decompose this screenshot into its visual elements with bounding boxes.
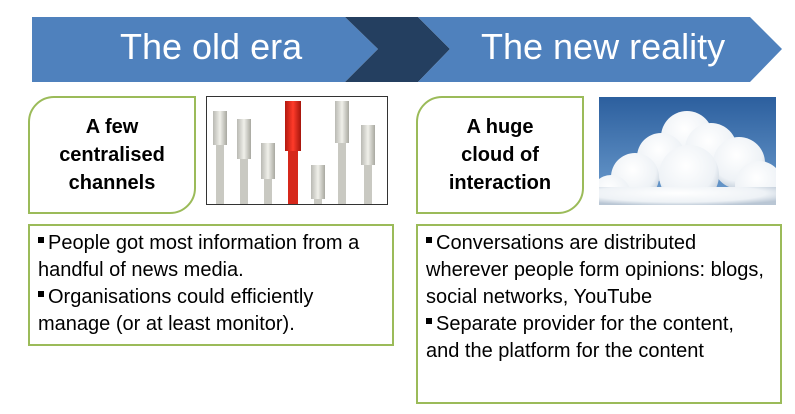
old-era-arrow: [32, 17, 378, 82]
bullet-item: Organisations could efficiently manage (…: [38, 286, 314, 335]
bullet-square-icon: [426, 318, 432, 324]
grey-cable: [237, 119, 251, 204]
bullet-square-icon: [38, 291, 44, 297]
grey-cable: [261, 143, 275, 204]
old-era-label-line: centralised: [59, 144, 165, 166]
new-reality-label-line: interaction: [448, 172, 552, 194]
grey-cable: [213, 111, 227, 204]
new-reality-bullets: Conversations are distributed wherever p…: [416, 224, 782, 404]
bullet-square-icon: [38, 237, 44, 243]
old-era-bullets: People got most information from a handf…: [28, 224, 394, 346]
old-era-label: A few centralised channels: [28, 96, 196, 214]
banner-arrows: [32, 17, 782, 82]
new-reality-label: A huge cloud of interaction: [416, 96, 584, 214]
bullet-item: People got most information from a handf…: [38, 232, 360, 281]
red-cable: [285, 101, 301, 204]
cloud-sky-image: [599, 97, 776, 205]
bullet-item: Separate provider for the content, and t…: [426, 313, 734, 362]
bullet-square-icon: [426, 237, 432, 243]
old-era-title: The old era: [120, 26, 303, 67]
grey-cable: [361, 125, 375, 204]
new-reality-label-line: cloud of: [461, 144, 539, 166]
network-cables-image: [206, 96, 388, 205]
old-era-label-line: channels: [68, 172, 156, 194]
grey-cable: [335, 101, 349, 204]
new-reality-title: The new reality: [481, 26, 726, 67]
transition-chevron: [345, 17, 450, 82]
old-era-label-line: A few: [85, 116, 139, 138]
new-reality-label-line: A huge: [466, 116, 534, 138]
bullet-item: Conversations are distributed wherever p…: [426, 232, 764, 308]
cloud-shape: [599, 111, 776, 205]
new-reality-arrow: [418, 17, 782, 82]
grey-cable: [311, 165, 325, 204]
